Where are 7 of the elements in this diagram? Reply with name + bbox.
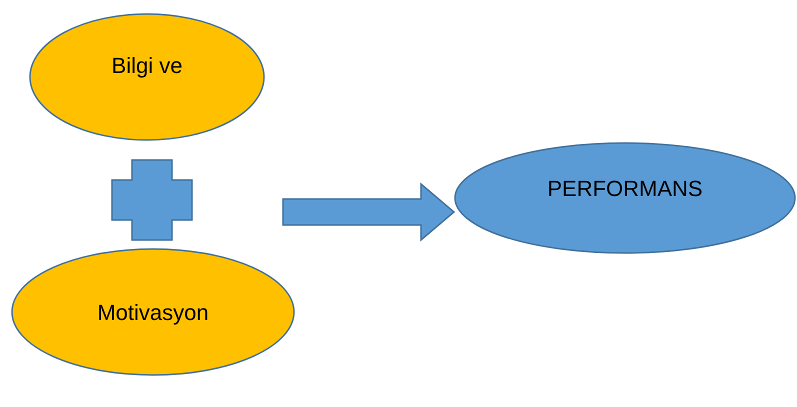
ellipse-node	[11, 248, 295, 376]
node-label: Bilgi ve	[110, 53, 184, 79]
ellipse-node	[454, 142, 796, 254]
block-arrow	[282, 182, 456, 242]
ellipse-node	[29, 13, 265, 141]
node-label: PERFORMANS	[546, 176, 704, 202]
node-label: Motivasyon	[96, 300, 210, 326]
